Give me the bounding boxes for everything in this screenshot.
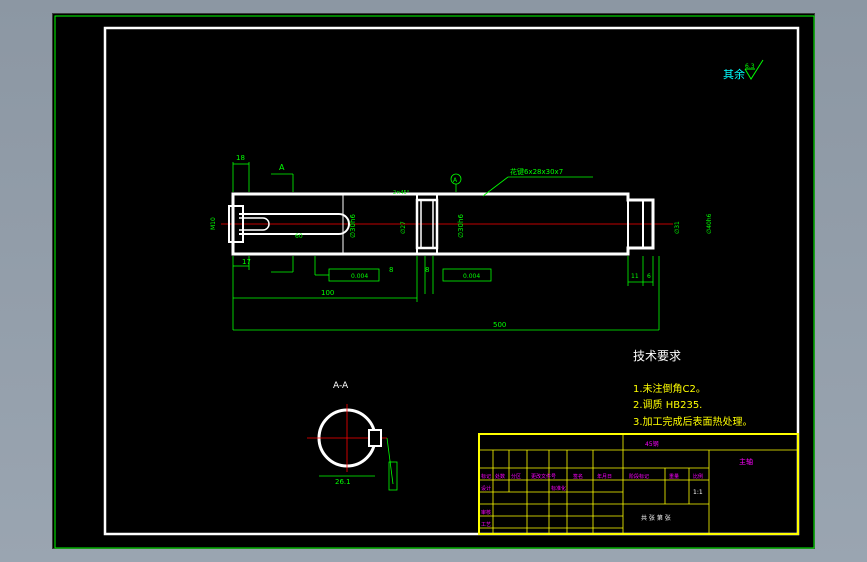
technical-requirements: 技术要求 1.未注倒角C2。 2.调质 HB235. 3.加工完成后表面热处理。 (633, 349, 753, 428)
tolerance-frame-2 (442, 268, 492, 282)
tb-scale: 1:1 (693, 489, 703, 496)
surface-roughness-symbol: 其余 6.3 (723, 59, 764, 81)
dim-dia27: ∅27 (400, 221, 407, 234)
section-view-aa: A-A 26.1 (307, 381, 398, 491)
dim-dia31: ∅31 (674, 221, 681, 234)
tb-header-1: 标记 (481, 473, 491, 480)
dim-right-dia: ∅40h6 (706, 213, 713, 234)
tb-header-2: 处数 (495, 473, 505, 480)
tb-role-process: 工艺 (481, 522, 491, 528)
dim-18: 18 (236, 154, 245, 162)
tech-item-2: 2.调质 HB235. (633, 399, 702, 411)
dim-dia30a: ∅30h6 (349, 214, 357, 238)
datum-label: A (453, 177, 458, 184)
tb-header-3: 分区 (511, 473, 521, 480)
tech-item-1: 1.未注倒角C2。 (633, 382, 706, 395)
drawing-svg: 其余 6.3 (54, 15, 815, 549)
tb-weight: 重量 (669, 473, 679, 480)
drawing-border (103, 26, 800, 536)
keyway-slot (239, 213, 350, 235)
spline-note: 花键6x28x30x7 (510, 167, 563, 176)
tb-header-5: 签名 (573, 473, 583, 480)
dim-m10: M10 (210, 217, 217, 230)
dim-chamfer: 2×45° (393, 190, 410, 196)
tb-header-4: 更改文件号 (531, 473, 556, 480)
title-block: 45钢 主轴 标记 处数 分区 更改文件号 签名 年月日 设计 审核 工艺 标准… (478, 433, 799, 535)
dim-8b: 8 (425, 266, 429, 274)
section-marker-top: A (279, 163, 285, 172)
dim-11: 11 (631, 273, 639, 280)
tb-sheet: 共 张 第 张 (641, 514, 671, 522)
drawing-canvas[interactable]: 其余 6.3 (52, 13, 815, 549)
section-title: A-A (333, 381, 349, 391)
tb-material: 45钢 (645, 440, 659, 448)
tb-header-6: 年月日 (597, 473, 612, 480)
dim-6: 6 (647, 273, 651, 280)
tech-title: 技术要求 (633, 349, 681, 363)
tb-role-design: 设计 (481, 485, 491, 492)
tb-role-review: 审核 (481, 509, 491, 516)
shaft-main-view: 18 A M10 60 ∅30h6 ∅27 ∅30h6 ∅31 ∅40h6 花键… (210, 154, 713, 331)
tolerance-1: 0.004 (351, 273, 368, 280)
tb-scale-label: 比例 (693, 473, 703, 480)
tb-phase: 阶段标记 (629, 473, 649, 480)
section-dim: 26.1 (335, 478, 351, 486)
dim-100: 100 (321, 289, 334, 297)
tech-item-3: 3.加工完成后表面热处理。 (633, 415, 753, 428)
dim-dia30b: ∅30h6 (457, 214, 465, 238)
dim-500: 500 (493, 321, 506, 329)
roughness-value: 6.3 (745, 63, 755, 70)
dim-17: 17 (242, 258, 251, 266)
tb-part-name: 主轴 (739, 457, 753, 466)
roughness-check-icon (744, 59, 764, 80)
tb-std: 标准化 (551, 485, 566, 492)
tolerance-2: 0.004 (463, 273, 480, 280)
roughness-label: 其余 (723, 67, 745, 81)
outer-frame (54, 15, 815, 549)
dim-60: 60 (295, 233, 303, 240)
dim-8a: 8 (389, 266, 393, 274)
